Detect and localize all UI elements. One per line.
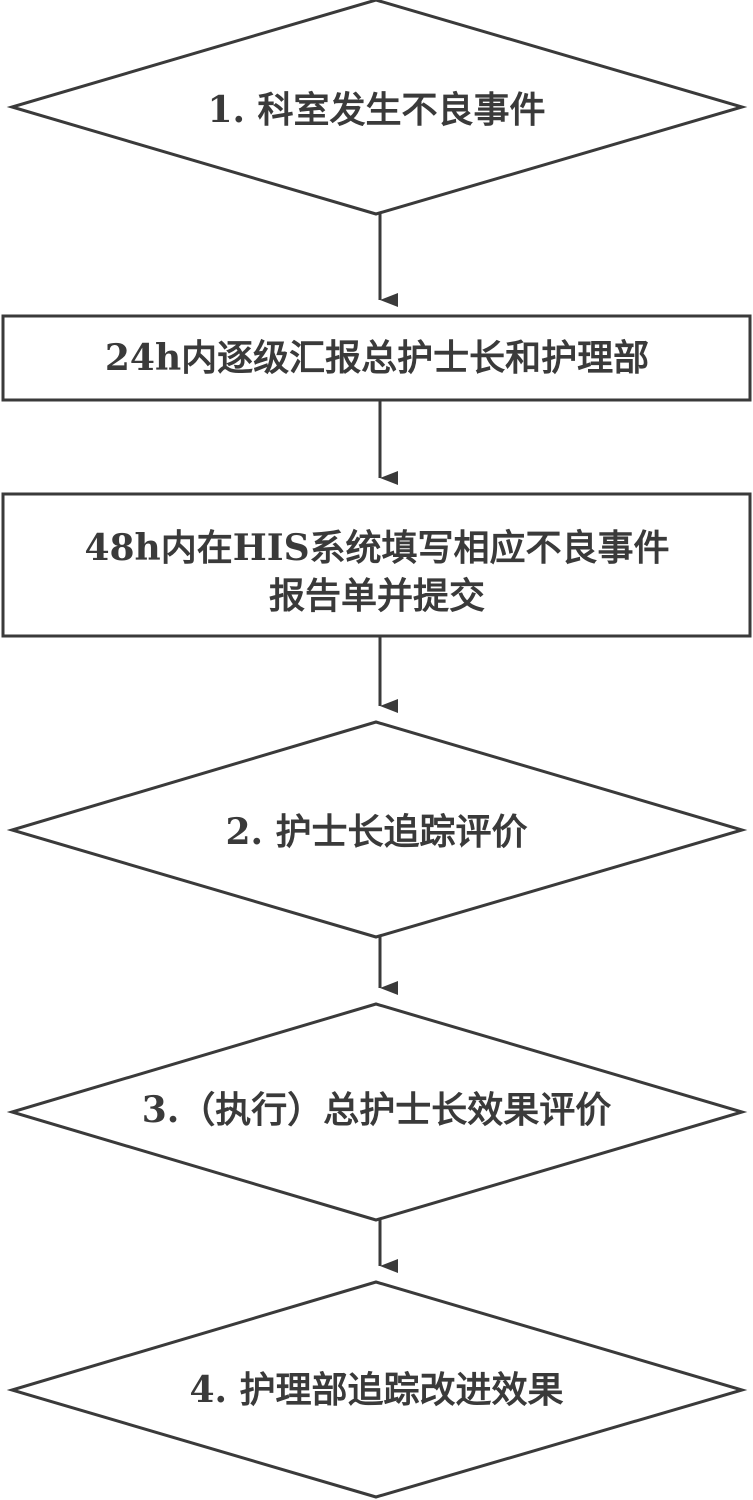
process-box-2	[1, 492, 752, 638]
decision-diamond-2	[6, 720, 748, 939]
decision-diamond-3	[6, 1002, 748, 1222]
decision-diamond-1	[6, 0, 748, 216]
step-1-text: 1. 科室发生不良事件	[207, 89, 546, 131]
step-3-text-line-1: 48h内在HIS系统填写相应不良事件	[84, 527, 670, 569]
decision-diamond-4	[6, 1280, 748, 1499]
process-box-1	[1, 314, 752, 402]
step-4-text: 2. 护士长追踪评价	[225, 811, 528, 853]
step-3-text-line-2: 报告单并提交	[268, 575, 485, 617]
step-2-text: 24h内逐级汇报总护士长和护理部	[104, 337, 650, 379]
step-6-text: 4. 护理部追踪改进效果	[189, 1369, 564, 1411]
step-5-text: 3.（执行）总护士长效果评价	[141, 1089, 612, 1131]
